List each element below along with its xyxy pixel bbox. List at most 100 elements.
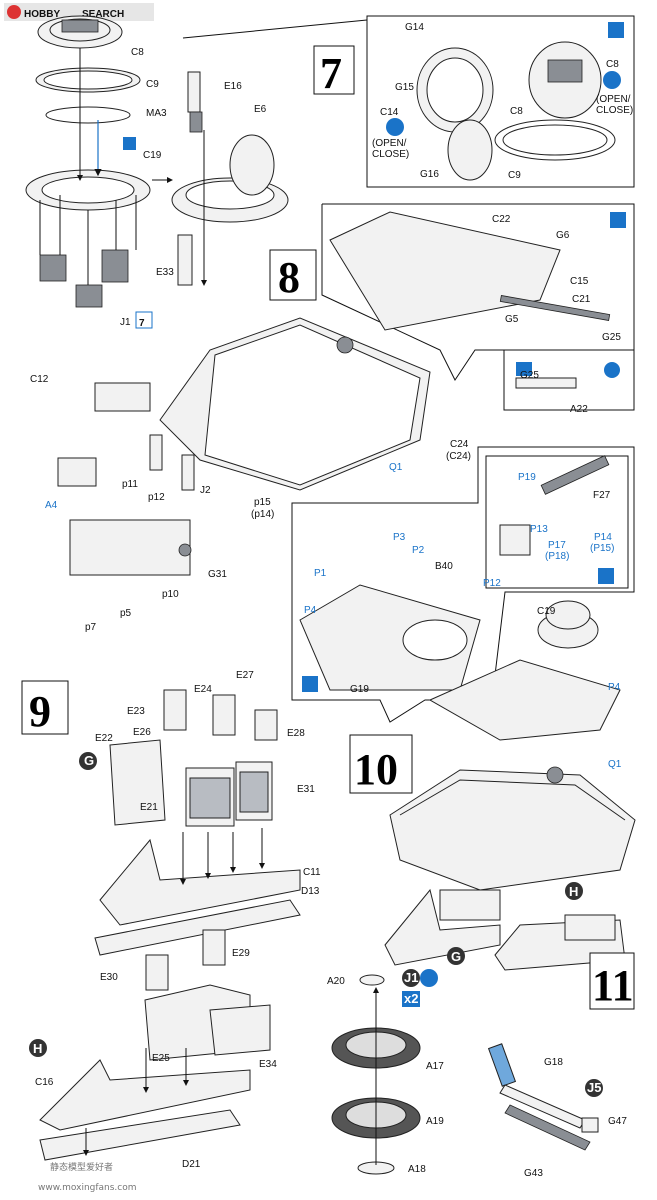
label-g31: G31 bbox=[208, 569, 227, 580]
label-e6: E6 bbox=[254, 104, 267, 115]
label-e30: E30 bbox=[100, 972, 118, 983]
label-c16: C16 bbox=[35, 1077, 54, 1088]
label-d13: D13 bbox=[301, 886, 320, 897]
label-c14: C14 bbox=[380, 107, 399, 118]
marker-j5-label: J5 bbox=[587, 1080, 601, 1095]
label-q1-step10: Q1 bbox=[608, 759, 622, 770]
spare-wheel-assembly bbox=[331, 974, 421, 1175]
turret-ring-assembly bbox=[171, 71, 289, 286]
step-7-panel: 7 bbox=[182, 15, 635, 188]
step-9-box bbox=[21, 680, 69, 735]
label-g43: G43 bbox=[524, 1168, 543, 1179]
label-q1: Q1 bbox=[389, 462, 403, 473]
label-p14: (p14) bbox=[251, 509, 274, 520]
label-c8-step7: C8 bbox=[510, 106, 523, 117]
label-c9: C9 bbox=[146, 79, 159, 90]
quantity-x2: x2 bbox=[404, 991, 418, 1006]
label-p4: P4 bbox=[304, 605, 317, 616]
label-g6: G6 bbox=[556, 230, 570, 241]
step-8-panel: 8 bbox=[269, 203, 635, 411]
sub-assembly-marker-h bbox=[29, 1039, 47, 1057]
label-c24: C24 bbox=[450, 439, 469, 450]
label-p11: p11 bbox=[122, 479, 138, 490]
sub-assembly-marker-j1 bbox=[402, 969, 420, 987]
label-c12: C12 bbox=[30, 374, 49, 385]
open-close-icon bbox=[386, 118, 404, 136]
label-f27: F27 bbox=[593, 490, 611, 501]
hobbysearch-logo[interactable]: HOBBY SEARCH bbox=[4, 3, 154, 21]
quantity-value: 7 bbox=[139, 318, 145, 329]
label-ma3: MA3 bbox=[146, 108, 167, 119]
label-p17: P17 bbox=[548, 540, 566, 551]
step-number-10: 10 bbox=[354, 745, 398, 794]
marker-h-label: H bbox=[33, 1041, 42, 1056]
marker-j1-label: J1 bbox=[404, 970, 418, 985]
label-e27: E27 bbox=[236, 670, 254, 681]
label-g14: G14 bbox=[405, 22, 424, 33]
label-d21: D21 bbox=[182, 1159, 201, 1170]
quantity-badge-x2 bbox=[402, 991, 420, 1007]
label-a19: A19 bbox=[426, 1116, 444, 1127]
label-p3: P3 bbox=[393, 532, 406, 543]
label-e29: E29 bbox=[232, 948, 250, 959]
label-p1: P1 bbox=[314, 568, 327, 579]
label-c8: C8 bbox=[131, 47, 144, 58]
step-11-assembly: 11 bbox=[384, 888, 635, 1010]
label-e25: E25 bbox=[152, 1053, 170, 1064]
label-p13: P13 bbox=[530, 524, 548, 535]
label-j2: J2 bbox=[200, 485, 211, 496]
label-close: CLOSE) bbox=[372, 149, 409, 160]
label-g25-detail: G25 bbox=[520, 370, 539, 381]
label-g18: G18 bbox=[544, 1057, 563, 1068]
label-c21: C21 bbox=[572, 294, 591, 305]
label-j1: J1 bbox=[120, 317, 131, 328]
logo-text-hobby: HOBBY bbox=[24, 9, 60, 20]
label-e22: E22 bbox=[95, 733, 113, 744]
label-e28: E28 bbox=[287, 728, 305, 739]
label-p18: (P18) bbox=[545, 551, 569, 562]
open-close-icon bbox=[420, 969, 438, 987]
marker-g-step11: G bbox=[451, 949, 461, 964]
label-c22: C22 bbox=[492, 214, 511, 225]
open-close-icon bbox=[603, 71, 621, 89]
label-c11: C11 bbox=[303, 867, 321, 878]
label-a18: A18 bbox=[408, 1164, 426, 1175]
lower-rack-assembly bbox=[39, 929, 271, 1161]
label-p2: P2 bbox=[412, 545, 425, 556]
label-c9-step7: C9 bbox=[508, 170, 521, 181]
label-p4-step10: P4 bbox=[608, 682, 621, 693]
label-p5: p5 bbox=[120, 608, 132, 619]
label-p12: p12 bbox=[148, 492, 165, 503]
label-p7: p7 bbox=[85, 622, 97, 633]
label-e34: E34 bbox=[259, 1059, 277, 1070]
hatch-assembly-left bbox=[25, 15, 151, 211]
label-p15-part: (P15) bbox=[590, 543, 614, 554]
label-p10: p10 bbox=[162, 589, 179, 600]
glue-icon bbox=[608, 22, 624, 38]
label-e33: E33 bbox=[156, 267, 174, 278]
label-p14-part: P14 bbox=[594, 532, 612, 543]
label-open-right: (OPEN/ bbox=[596, 94, 631, 105]
open-close-icon bbox=[604, 362, 620, 378]
label-p12-part: P12 bbox=[483, 578, 501, 589]
sub-assembly-marker-g bbox=[79, 752, 97, 770]
label-c19-step10: C19 bbox=[537, 606, 556, 617]
label-c19: C19 bbox=[143, 150, 162, 161]
label-e31: E31 bbox=[297, 784, 315, 795]
sub-assembly-marker-j5 bbox=[585, 1079, 603, 1097]
glue-icon bbox=[123, 137, 136, 150]
label-p19: P19 bbox=[518, 472, 536, 483]
marker-g-label: G bbox=[84, 753, 94, 768]
sub-assembly-marker-g-step11 bbox=[447, 947, 465, 965]
label-e23: E23 bbox=[127, 706, 145, 717]
label-c8-step7-right: C8 bbox=[606, 59, 619, 70]
sub-assembly-marker-h-step11 bbox=[565, 882, 583, 900]
label-a17: A17 bbox=[426, 1061, 444, 1072]
label-g5: G5 bbox=[505, 314, 519, 325]
label-b40: B40 bbox=[435, 561, 453, 572]
label-g16: G16 bbox=[420, 169, 439, 180]
watermark-url[interactable]: www.moxingfans.com bbox=[38, 1183, 137, 1193]
label-e26: E26 bbox=[133, 727, 151, 738]
label-c24-alt: (C24) bbox=[446, 451, 471, 462]
